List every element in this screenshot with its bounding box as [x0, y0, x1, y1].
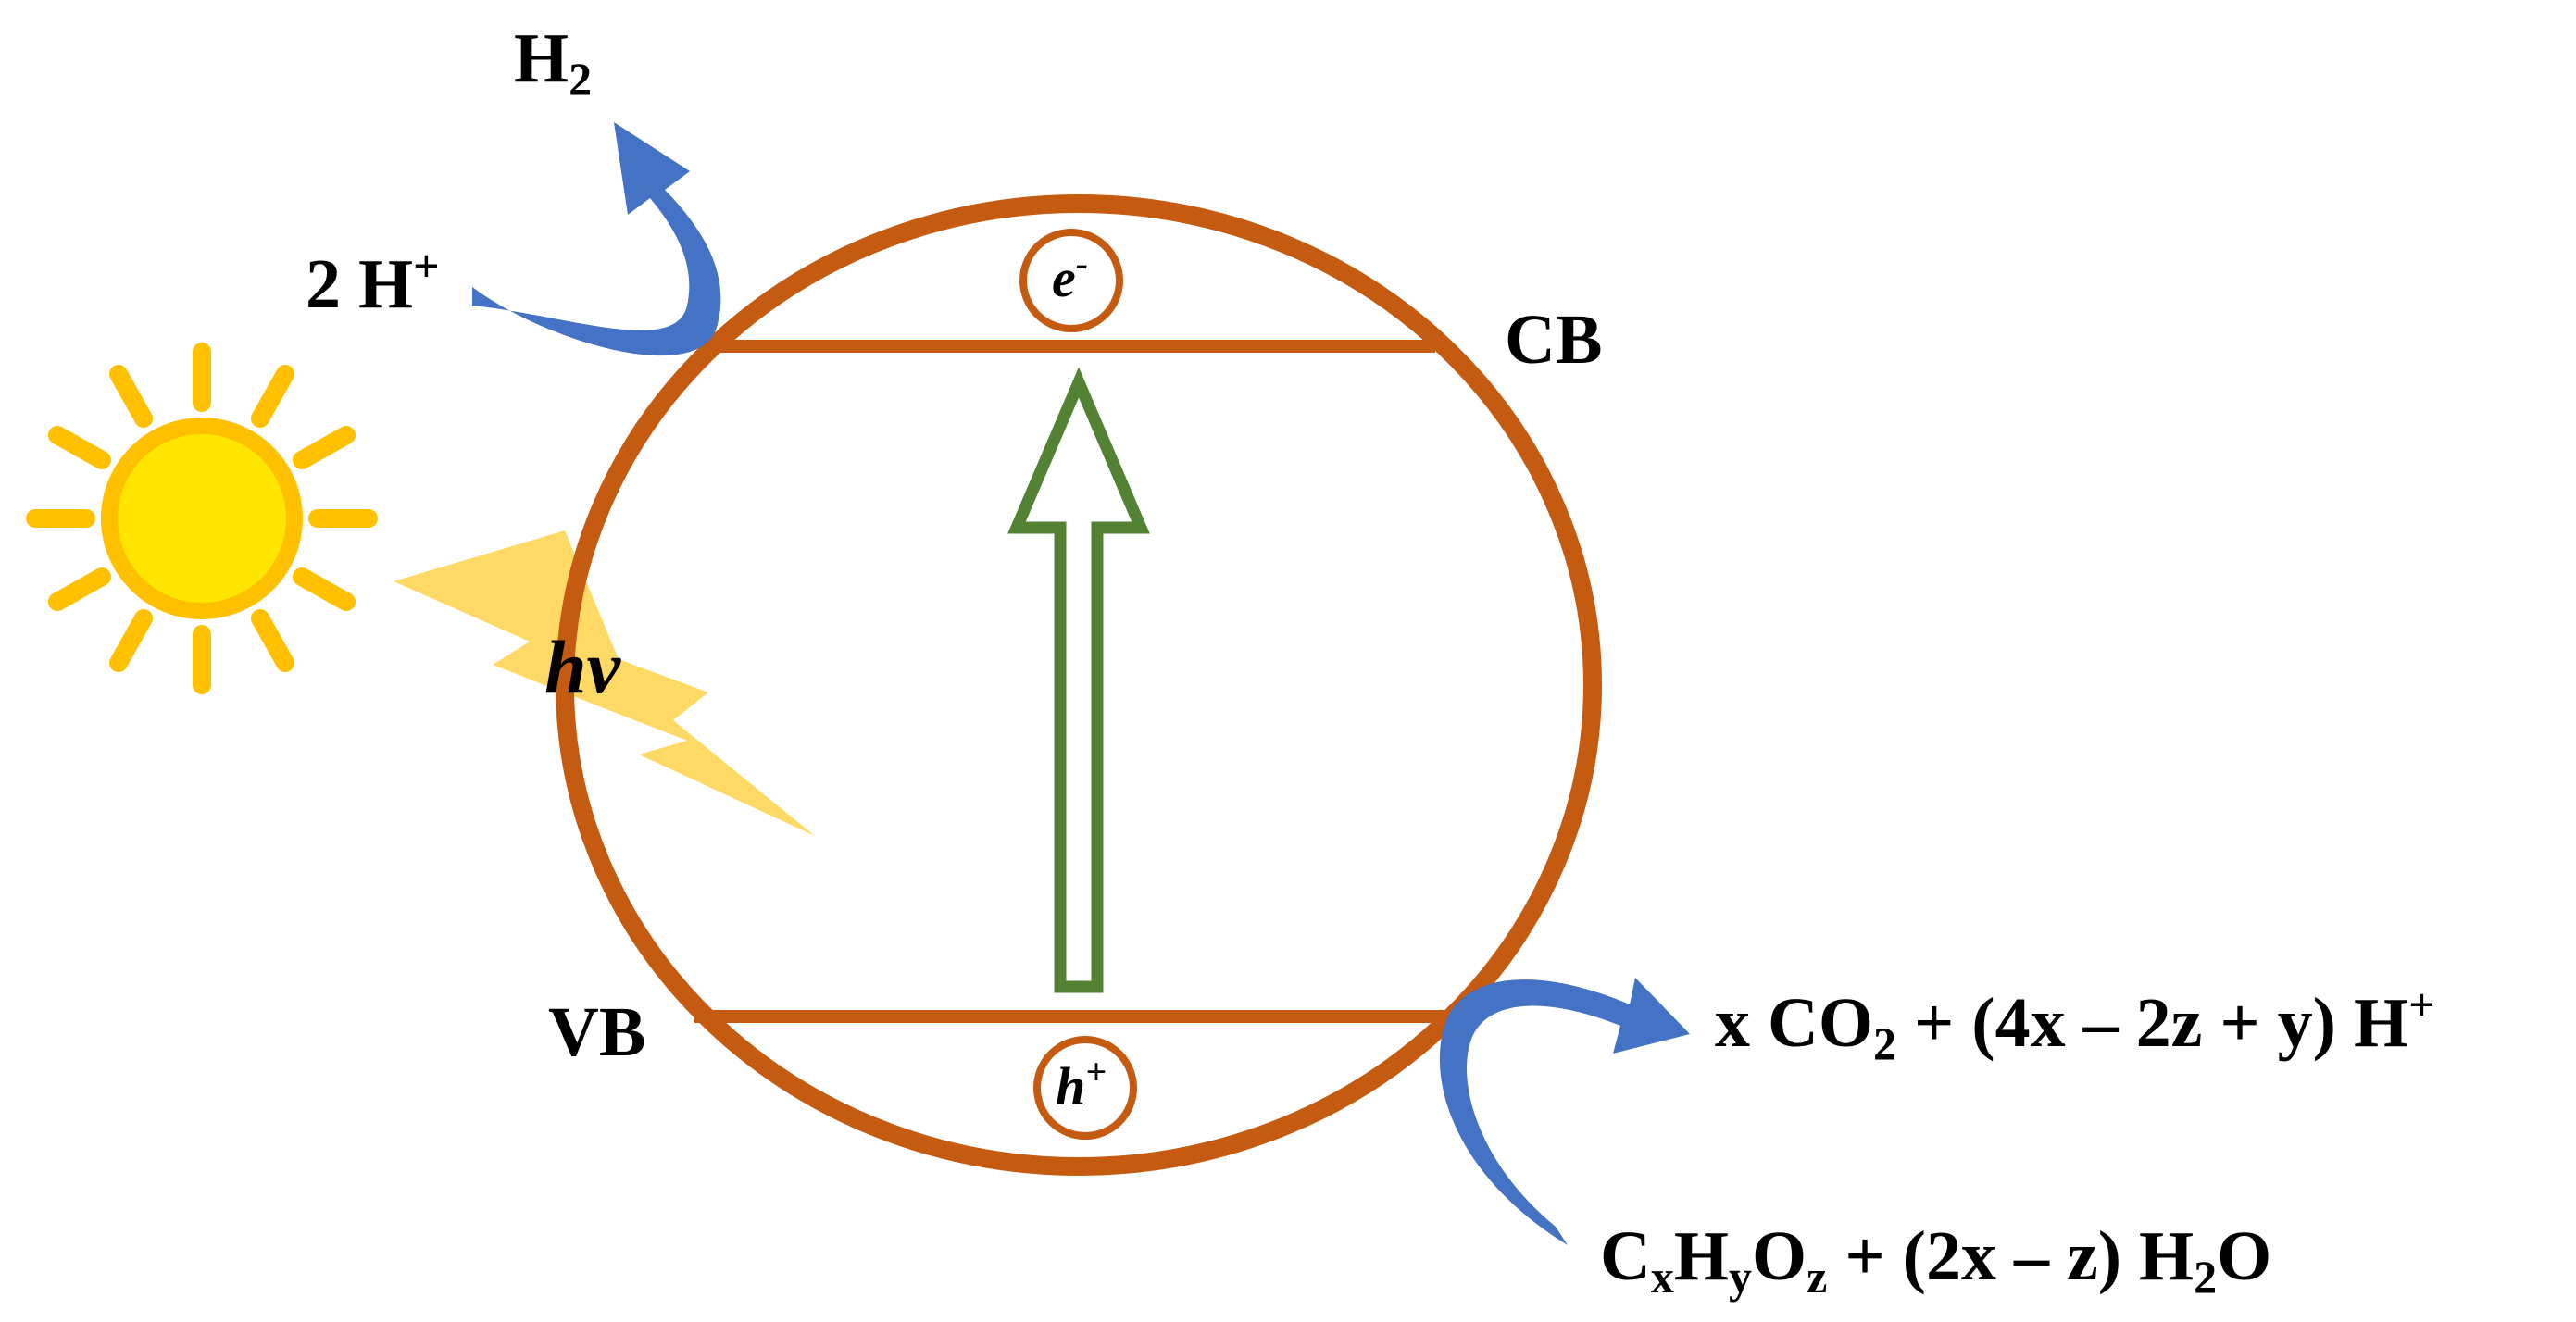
- products-label: x CO2 + (4x – 2z + y) H+: [1715, 979, 2435, 1069]
- vb-label: VB: [548, 993, 646, 1071]
- cb-label: CB: [1505, 301, 1603, 379]
- oxidation-curved-arrow: [1439, 978, 1690, 1245]
- lightning-bolt-icon: [394, 530, 815, 836]
- reduction-curved-arrow: [472, 122, 721, 356]
- reactants-label: CxHyOz + (2x – z) H2O: [1600, 1217, 2271, 1303]
- hole-circle: [1033, 1036, 1137, 1140]
- excitation-arrow: [1007, 367, 1150, 993]
- electron-circle: [1019, 229, 1123, 332]
- hole-label: h+: [1056, 1051, 1107, 1116]
- sun-icon: [26, 343, 378, 694]
- h2-label: H2: [514, 19, 592, 105]
- photocatalyst-particle: [556, 194, 1602, 1176]
- hv-label: hv: [544, 625, 622, 709]
- electron-label: e-: [1052, 243, 1088, 308]
- two-h-plus-label: 2 H+: [306, 240, 440, 323]
